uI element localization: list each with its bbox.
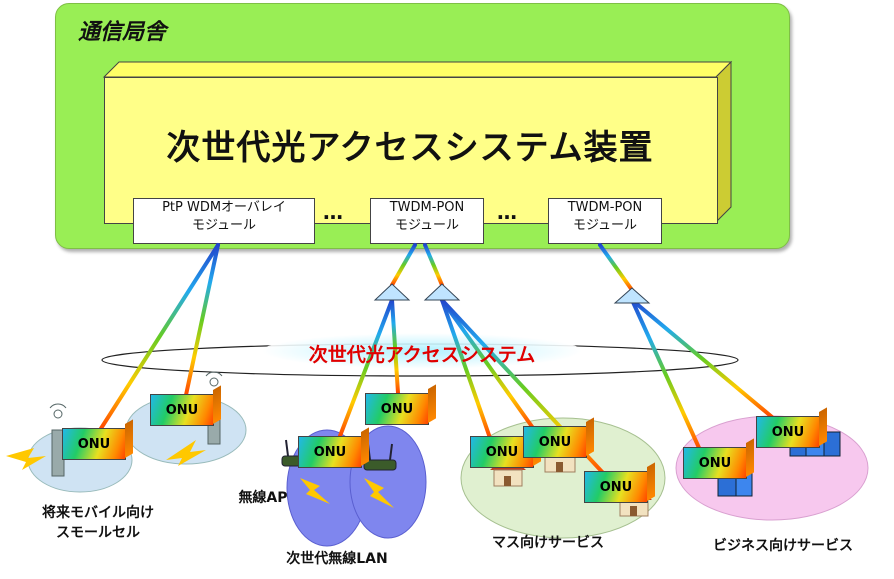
module-ptp-wdm-line2: モジュール: [191, 218, 257, 233]
ellipsis-1: …: [323, 200, 343, 224]
access-system-label: 次世代光アクセスシステム: [308, 344, 536, 366]
onu-mass-3: ONU: [584, 471, 648, 503]
device-title: 次世代光アクセスシステム装置: [166, 128, 654, 168]
label-mobile: 将来モバイル向け スモールセル: [18, 503, 178, 543]
module-twdm-pon-1-line2: モジュール: [394, 218, 460, 233]
module-twdm-pon-2: TWDM-PON モジュール: [548, 198, 662, 244]
splitter-1: [373, 283, 411, 301]
module-twdm-pon-1-line1: TWDM-PON: [389, 200, 465, 215]
system-label-glow: [262, 333, 582, 369]
radio-bolt-icon-2: [166, 440, 206, 466]
module-ptp-wdm: PtP WDMオーバレイ モジュール: [133, 198, 315, 244]
splitter-2: [423, 283, 461, 301]
label-mass-service: マス向けサービス: [492, 535, 604, 551]
radio-bolt-icon-1: [6, 448, 46, 470]
onu-wlan-2: ONU: [365, 393, 429, 425]
label-next-wlan: 次世代無線LAN: [286, 551, 388, 567]
module-ptp-wdm-line1: PtP WDMオーバレイ: [162, 200, 286, 215]
central-office-title: 通信局舎: [78, 20, 167, 45]
label-wireless-ap: 無線AP: [238, 490, 288, 506]
onu-mobile-2: ONU: [150, 394, 214, 426]
onu-business-1: ONU: [683, 447, 747, 479]
radio-bolt-icon-3: [300, 478, 330, 504]
onu-wlan-1: ONU: [298, 436, 362, 468]
splitter-3: [613, 287, 651, 304]
label-mobile-line1: 将来モバイル向け: [42, 505, 154, 521]
onu-business-2: ONU: [756, 416, 820, 448]
module-twdm-pon-2-line1: TWDM-PON: [567, 200, 643, 215]
antenna-icon-1: [49, 403, 67, 477]
ellipsis-2: …: [497, 200, 517, 224]
label-mobile-line2: スモールセル: [56, 525, 140, 541]
onu-mobile-1: ONU: [62, 428, 126, 460]
module-twdm-pon-1: TWDM-PON モジュール: [370, 198, 484, 244]
wireless-ap-icon-2: [363, 443, 397, 471]
label-business-service: ビジネス向けサービス: [713, 538, 853, 554]
radio-bolt-icon-4: [364, 478, 394, 508]
onu-mass-2: ONU: [523, 426, 587, 458]
module-twdm-pon-2-line2: モジュール: [572, 218, 638, 233]
